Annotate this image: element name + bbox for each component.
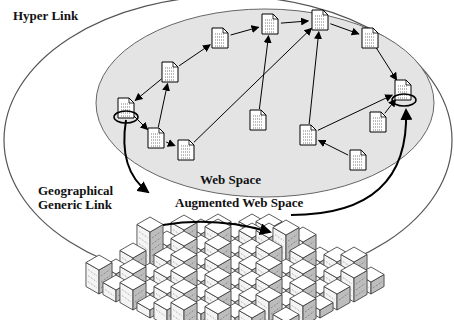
augmented-space-region: Augmented Web Space Web Space (3, 0, 453, 285)
web-page-icon (370, 112, 386, 132)
region-outline (95, 8, 435, 198)
link-type-label: Hyper Link (13, 9, 78, 23)
region-label: Augmented Web Space (175, 196, 303, 210)
building (273, 307, 299, 320)
web-page-icon (262, 14, 278, 34)
region-label: Web Space (200, 173, 261, 187)
web-page-icon (395, 80, 411, 100)
web-page-icon (118, 98, 134, 118)
web-page-icon (148, 128, 164, 148)
building (171, 295, 197, 320)
web-page-icon (362, 28, 378, 48)
link-type-label: Geographical Generic Link (38, 184, 130, 212)
web-page-icon (250, 110, 266, 130)
web-page-icon (212, 28, 228, 48)
web-page-icon (178, 140, 194, 160)
building (205, 299, 231, 320)
web-page-icon (350, 150, 366, 170)
region-outline (3, 0, 453, 285)
web-page-icon (312, 10, 328, 30)
geographical-link-arrow (163, 222, 270, 232)
building (239, 303, 265, 320)
web-space-region: Web Space (95, 8, 435, 198)
web-page-icon (162, 62, 178, 82)
web-page-icon (300, 125, 316, 145)
